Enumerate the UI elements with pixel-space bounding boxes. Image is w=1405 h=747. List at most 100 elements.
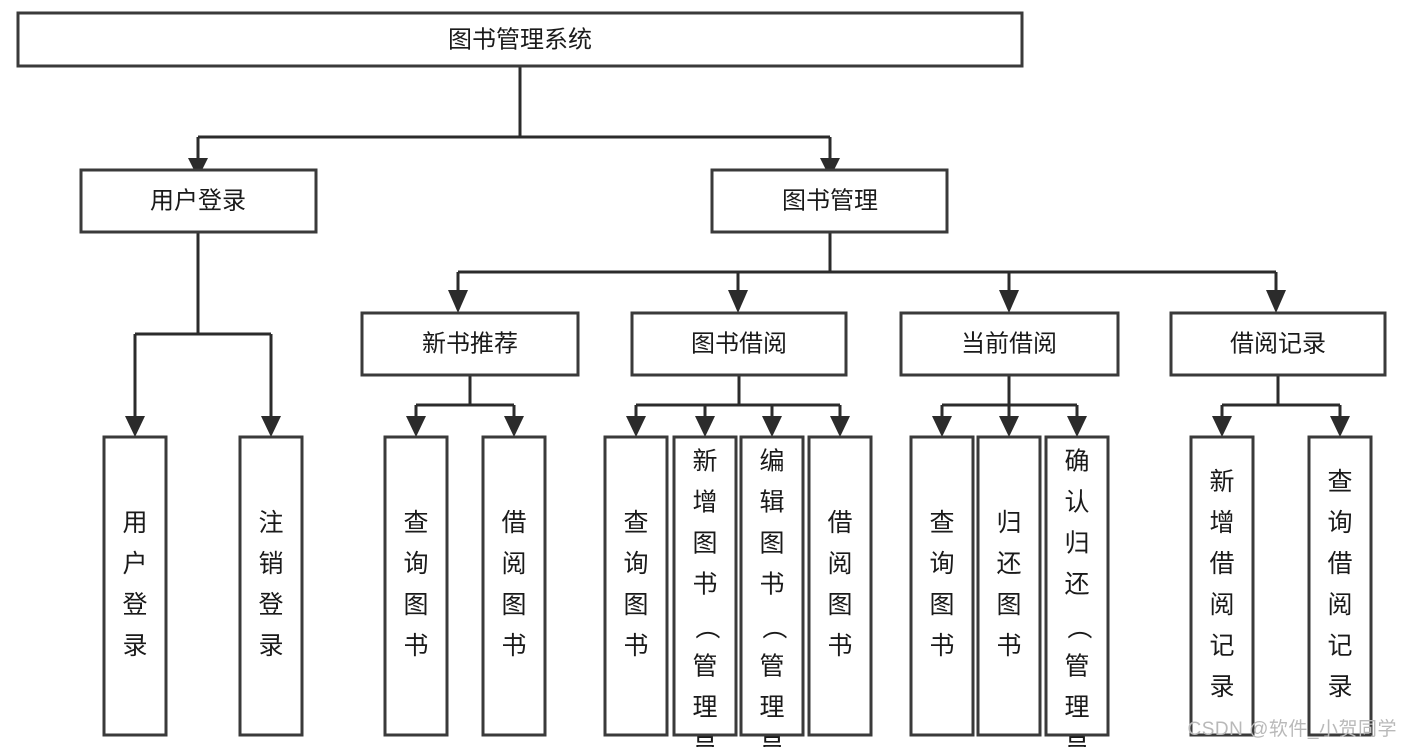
leaf-label-char: 登 xyxy=(258,591,283,619)
arrow-to-leaf-bb-edit-book xyxy=(762,416,782,437)
node-new-book-recommend[interactable]: 新书推荐 xyxy=(360,311,580,377)
leaf-bb-borrow-book-box[interactable] xyxy=(807,435,873,737)
leaf-label-char: 员 xyxy=(1064,735,1089,747)
leaf-label-char: 书 xyxy=(501,632,526,660)
leaf-bb-query-book-box[interactable] xyxy=(603,435,669,737)
leaf-cb-return-book-box[interactable] xyxy=(976,435,1042,737)
leaf-br-query-record-box[interactable] xyxy=(1307,435,1373,737)
node-current-borrow-label: 当前借阅 xyxy=(961,330,1057,357)
leaf-label-char: 户 xyxy=(122,550,147,578)
leaf-label-char: 借 xyxy=(827,509,852,537)
leaf-label-char: 询 xyxy=(929,550,954,578)
node-book-borrow[interactable]: 图书借阅 xyxy=(630,311,848,377)
leaf-label-char: 归 xyxy=(996,509,1021,537)
arrow-to-leaf-cb-return-book xyxy=(999,416,1019,437)
leaf-label-char: 阅 xyxy=(501,550,526,578)
leaf-user-login-box[interactable] xyxy=(102,435,168,737)
leaf-label-char: 录 xyxy=(1327,673,1352,701)
node-borrow-record[interactable]: 借阅记录 xyxy=(1169,311,1387,377)
leaf-label-char: 书 xyxy=(827,632,852,660)
leaf-label-char: 借 xyxy=(1327,550,1352,578)
leaf-label-char: 查 xyxy=(623,509,648,537)
arrow-to-leaf-nb-borrow-book xyxy=(504,416,524,437)
arrow-to-leaf-user-login xyxy=(125,416,145,437)
leaf-label-char: 书 xyxy=(996,632,1021,660)
leaf-label-char: （ xyxy=(759,614,787,639)
leaf-nb-query-book-box[interactable] xyxy=(383,435,449,737)
leaf-logout-box[interactable] xyxy=(238,435,304,737)
leaf-label-char: 确 xyxy=(1064,448,1089,476)
leaf-label-char: 增 xyxy=(692,489,717,517)
leaf-label-char: 录 xyxy=(1209,673,1234,701)
leaf-label-char: 图 xyxy=(623,591,648,619)
arrow-to-new-book-recommend xyxy=(448,290,468,313)
leaf-label-char: 阅 xyxy=(1327,591,1352,619)
leaf-label-char: 用 xyxy=(122,509,147,537)
leaf-label-char: 借 xyxy=(501,509,526,537)
node-user-login-box[interactable] xyxy=(79,168,318,234)
leaf-label-char: 录 xyxy=(258,632,283,660)
leaf-label-char: 书 xyxy=(759,571,784,599)
leaf-cb-query-book-box[interactable] xyxy=(909,435,975,737)
node-new-book-recommend-box[interactable] xyxy=(360,311,580,377)
leaf-label-char: 询 xyxy=(403,550,428,578)
leaf-bb-edit-book-box[interactable] xyxy=(739,435,805,737)
node-borrow-record-label: 借阅记录 xyxy=(1230,330,1326,357)
arrow-to-leaf-bb-query-book xyxy=(626,416,646,437)
leaf-label-char: 阅 xyxy=(1209,591,1234,619)
arrow-to-user-login xyxy=(188,158,208,178)
leaf-nb-borrow-book-box[interactable] xyxy=(481,435,547,737)
node-current-borrow-box[interactable] xyxy=(899,311,1120,377)
node-book-borrow-box[interactable] xyxy=(630,311,848,377)
arrow-to-borrow-record xyxy=(1266,290,1286,313)
node-book-manage-box[interactable] xyxy=(710,168,949,234)
node-root[interactable]: 图书管理系统 xyxy=(16,11,1024,68)
leaf-label-char: （ xyxy=(692,614,720,639)
leaf-label-char: （ xyxy=(1064,614,1092,639)
leaf-bb-add-book-box[interactable] xyxy=(672,435,738,737)
leaf-label-char: 书 xyxy=(929,632,954,660)
node-root-label: 图书管理系统 xyxy=(448,26,592,53)
leaf-label-char: 图 xyxy=(929,591,954,619)
leaf-cb-confirm-return-box[interactable] xyxy=(1044,435,1110,737)
leaf-user-login[interactable]: 用户登录 xyxy=(102,435,168,737)
connector-layer xyxy=(125,66,1350,437)
leaf-label-char: 理 xyxy=(692,694,717,722)
arrow-to-book-manage xyxy=(820,158,840,178)
node-root-box[interactable] xyxy=(16,11,1024,68)
connector-root-to-level2 xyxy=(196,66,832,160)
leaf-label-char: 记 xyxy=(1327,632,1352,660)
arrow-to-current-borrow xyxy=(999,290,1019,313)
connector-current-borrow-to-leaves xyxy=(940,375,1079,418)
leaf-label-char: 编 xyxy=(759,448,784,476)
leaf-label-char: 登 xyxy=(122,591,147,619)
leaf-label-char: 员 xyxy=(692,735,717,747)
leaf-label-char: 图 xyxy=(692,530,717,558)
node-current-borrow[interactable]: 当前借阅 xyxy=(899,311,1120,377)
node-user-login[interactable]: 用户登录 xyxy=(79,168,318,234)
leaf-label-char: 理 xyxy=(1064,694,1089,722)
node-borrow-record-box[interactable] xyxy=(1169,311,1387,377)
leaf-label-char: 图 xyxy=(501,591,526,619)
leaf-label-char: 查 xyxy=(929,509,954,537)
arrow-to-leaf-br-add-record xyxy=(1212,416,1232,437)
connector-user-login-to-leaves xyxy=(133,232,273,418)
leaf-label-char: 管 xyxy=(1064,653,1089,681)
leaf-br-add-record-box[interactable] xyxy=(1189,435,1255,737)
node-book-manage[interactable]: 图书管理 xyxy=(710,168,949,234)
node-book-manage-label: 图书管理 xyxy=(782,187,878,214)
